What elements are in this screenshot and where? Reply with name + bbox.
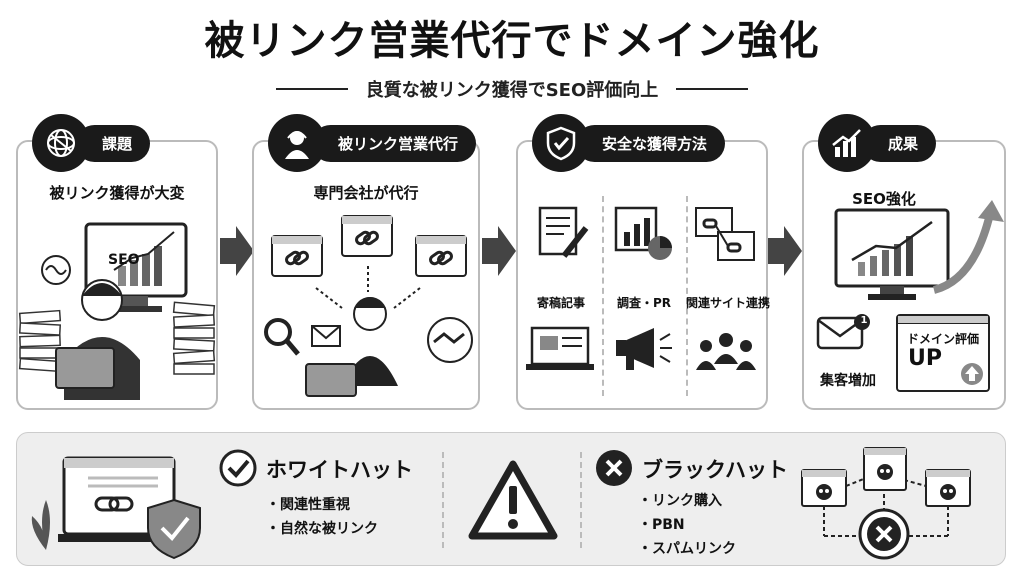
flow-arrow-2 bbox=[482, 226, 516, 276]
page-title: 被リンク営業代行でドメイン強化 bbox=[204, 18, 820, 64]
card-results-heading: SEO強化 bbox=[852, 190, 916, 208]
white-hat-item-1: ・関連性重視 bbox=[266, 497, 350, 513]
method-label-article: 寄稿記事 bbox=[536, 296, 585, 310]
card-agency: 被リンク営業代行 専門会社が代行 bbox=[252, 114, 480, 410]
warning-icon bbox=[468, 460, 558, 540]
domain-rating-window: ドメイン評価 UP bbox=[896, 314, 990, 392]
card-results-header: 成果 bbox=[818, 114, 937, 172]
card-results-label: 成果 bbox=[862, 124, 937, 162]
card-results: 成果 SEO強化 1 集客増加 ドメイン評価 UP bbox=[802, 114, 1006, 410]
black-hat-item-3: ・スパムリンク bbox=[638, 541, 736, 557]
card-safe-label: 安全な獲得方法 bbox=[576, 124, 726, 162]
notification-envelope-icon bbox=[816, 314, 870, 350]
subtitle-rule-left bbox=[275, 88, 348, 90]
method-label-related-sites: 関連サイト連携 bbox=[686, 296, 771, 310]
method-divider-1 bbox=[602, 196, 604, 396]
subtitle-rule-right bbox=[676, 88, 749, 90]
team-people-icon bbox=[696, 333, 756, 370]
flow-arrow-1 bbox=[220, 226, 254, 276]
card-agency-header: 被リンク営業代行 bbox=[268, 114, 477, 172]
result-label-traffic: 集客増加 bbox=[820, 373, 876, 389]
method-label-research: 調査・PR bbox=[616, 296, 672, 310]
card-safe-methods: 安全な獲得方法 寄稿記事 調査・PR 関連サイト連携 bbox=[516, 114, 771, 410]
black-hat-item-2: ・PBN bbox=[638, 517, 685, 533]
agent-icon bbox=[268, 114, 326, 172]
check-circle-icon bbox=[219, 449, 257, 487]
card-safe-header: 安全な獲得方法 bbox=[532, 114, 726, 172]
flow-arrow-3 bbox=[768, 226, 802, 276]
agency-outreach-illustration bbox=[264, 215, 473, 397]
linked-sites-icon bbox=[695, 207, 755, 261]
panel-divider-right bbox=[580, 452, 582, 548]
panel-divider-left bbox=[442, 452, 444, 548]
stressed-worker-illustration bbox=[18, 222, 216, 400]
spam-network-illustration bbox=[801, 447, 971, 560]
card-agency-label: 被リンク営業代行 bbox=[312, 124, 477, 162]
black-hat-title: ブラックハット bbox=[642, 458, 788, 482]
subtitle: 良質な被リンク獲得でSEO評価向上 bbox=[365, 80, 659, 101]
safe-website-shield-illustration bbox=[31, 456, 201, 560]
white-hat-item-2: ・自然な被リンク bbox=[266, 521, 378, 537]
brain-icon bbox=[32, 114, 90, 172]
subtitle-row: 良質な被リンク獲得でSEO評価向上 bbox=[0, 76, 1024, 102]
report-chart-icon bbox=[614, 206, 672, 260]
domain-rating-label: ドメイン評価 bbox=[906, 332, 979, 346]
seo-growth-monitor-illustration bbox=[834, 200, 1004, 300]
cross-circle-icon bbox=[596, 450, 632, 486]
laptop-icon bbox=[526, 326, 594, 370]
card-problem-header: 課題 bbox=[32, 114, 151, 172]
card-problem-heading: 被リンク獲得が大変 bbox=[49, 184, 185, 202]
notification-count: 1 bbox=[860, 315, 868, 326]
growth-chart-icon bbox=[818, 114, 876, 172]
domain-rating-titlebar bbox=[898, 316, 988, 324]
up-arrow-icon bbox=[961, 363, 983, 385]
method-divider-2 bbox=[686, 196, 688, 396]
black-hat-item-1: ・リンク購入 bbox=[638, 493, 722, 509]
card-problem: 課題 被リンク獲得が大変 SEO bbox=[16, 114, 218, 410]
article-document-icon bbox=[538, 206, 589, 258]
white-hat-title: ホワイトハット bbox=[266, 458, 413, 482]
shield-check-icon bbox=[532, 114, 590, 172]
monitor-screen-text: SEO bbox=[108, 252, 140, 268]
card-agency-heading: 専門会社が代行 bbox=[313, 184, 419, 202]
megaphone-icon bbox=[616, 328, 672, 370]
domain-rating-up: UP bbox=[908, 346, 942, 371]
